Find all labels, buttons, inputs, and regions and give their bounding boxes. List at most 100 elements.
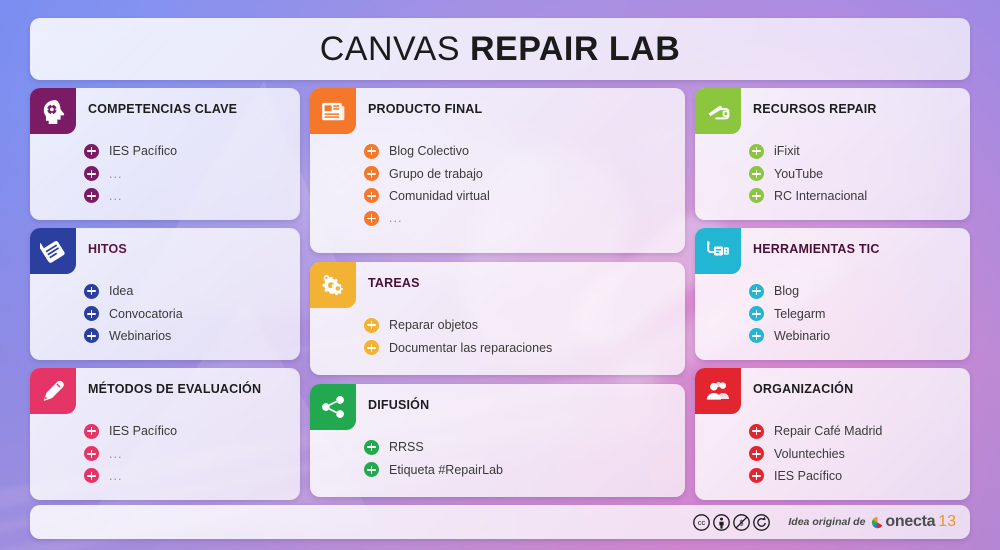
card-item-list-competencias-clave: IES Pacífico...... xyxy=(30,140,292,207)
list-item-label: Comunidad virtual xyxy=(389,188,490,203)
pinwheel-icon xyxy=(872,516,883,528)
card-title-producto-final: PRODUCTO FINAL xyxy=(368,102,483,116)
list-item[interactable]: iFixit xyxy=(695,140,962,162)
list-item-label: IES Pacífico xyxy=(109,144,178,159)
card-icon-badge-herramientas-tic xyxy=(695,228,741,274)
cc-icon: cc xyxy=(693,513,711,531)
gears-icon xyxy=(322,275,343,296)
card-title-difusion: DIFUSIÓN xyxy=(368,398,430,412)
list-item-label: RRSS xyxy=(389,440,424,455)
list-item[interactable]: Documentar las reparaciones xyxy=(310,336,677,358)
card-item-list-metodos-de-evaluacion: IES Pacífico...... xyxy=(30,420,292,487)
plus-circle-icon xyxy=(84,188,99,204)
plus-circle-icon xyxy=(84,306,99,322)
list-item[interactable]: YouTube xyxy=(695,162,962,184)
list-item[interactable]: Idea xyxy=(30,280,292,302)
list-item[interactable]: Grupo de trabajo xyxy=(310,162,677,184)
plus-circle-icon xyxy=(84,423,99,439)
list-item-label: Convocatoria xyxy=(109,306,183,321)
list-item[interactable]: Repair Café Madrid xyxy=(695,420,962,442)
plus-circle-icon xyxy=(749,306,764,322)
creative-commons-license[interactable]: cc $ xyxy=(693,513,771,531)
list-item[interactable]: Blog Colectivo xyxy=(310,140,677,162)
list-item[interactable]: Voluntechies xyxy=(695,442,962,464)
card-metodos-de-evaluacion[interactable]: MÉTODOS DE EVALUACIÓN IES Pacífico...... xyxy=(30,368,300,500)
conecta13-logo[interactable]: onecta 13 xyxy=(871,513,956,531)
share-icon xyxy=(322,396,344,418)
list-item[interactable]: ... xyxy=(30,465,292,487)
card-title-metodos-de-evaluacion: MÉTODOS DE EVALUACIÓN xyxy=(88,382,262,396)
list-item-label: Blog xyxy=(774,284,800,299)
card-title-recursos-repair: RECURSOS REPAIR xyxy=(753,102,877,116)
card-icon-badge-competencias-clave xyxy=(30,88,76,134)
card-title-hitos: HITOS xyxy=(88,242,127,256)
plus-circle-icon xyxy=(749,188,764,204)
plus-circle-icon xyxy=(749,328,764,344)
page-title-thin: CANVAS xyxy=(319,29,470,68)
list-item[interactable]: IES Pacífico xyxy=(30,420,292,442)
list-item[interactable]: Webinarios xyxy=(30,325,292,347)
footer-bar: cc $ Idea original de xyxy=(30,505,970,539)
list-item[interactable]: Blog xyxy=(695,280,962,302)
list-item-label: Idea xyxy=(109,284,134,299)
list-item[interactable]: Reparar objetos xyxy=(310,314,677,336)
head-gear-icon xyxy=(43,100,65,124)
plus-circle-icon xyxy=(364,188,379,204)
plus-circle-icon xyxy=(364,210,379,226)
logo-number: 13 xyxy=(938,513,956,530)
list-item[interactable]: IES Pacífico xyxy=(695,465,962,487)
list-item[interactable]: Webinario xyxy=(695,325,962,347)
plus-circle-icon xyxy=(84,468,99,484)
list-item[interactable]: ... xyxy=(310,207,677,229)
list-item-label: Voluntechies xyxy=(774,446,845,461)
list-item[interactable]: ... xyxy=(30,162,292,184)
list-item[interactable]: Telegarm xyxy=(695,302,962,324)
people-group-icon xyxy=(706,381,730,400)
card-title-tareas: TAREAS xyxy=(368,276,420,290)
card-icon-badge-organizacion xyxy=(695,368,741,414)
list-item-label: YouTube xyxy=(774,166,824,181)
card-icon-badge-tareas xyxy=(310,262,356,308)
plus-circle-icon xyxy=(84,328,99,344)
plus-circle-icon xyxy=(749,143,764,159)
plus-circle-icon xyxy=(749,423,764,439)
list-item[interactable]: IES Pacífico xyxy=(30,140,292,162)
card-icon-badge-recursos-repair xyxy=(695,88,741,134)
list-item-label: Documentar las reparaciones xyxy=(389,340,553,355)
page-title-bold: REPAIR LAB xyxy=(469,29,681,68)
plus-circle-icon xyxy=(364,317,379,333)
list-item[interactable]: Comunidad virtual xyxy=(310,185,677,207)
clamp-tool-icon xyxy=(708,105,730,120)
card-difusion[interactable]: DIFUSIÓN RRSS Etiqueta #RepairLab xyxy=(310,384,685,497)
list-item-label: ... xyxy=(109,188,123,203)
card-title-herramientas-tic: HERRAMIENTAS TIC xyxy=(753,242,880,256)
card-title-organizacion: ORGANIZACIÓN xyxy=(753,382,854,396)
plus-circle-icon xyxy=(749,446,764,462)
plus-circle-icon xyxy=(364,143,379,159)
list-item-label: Etiqueta #RepairLab xyxy=(389,462,503,477)
list-item-label: Webinarios xyxy=(109,328,172,343)
list-item[interactable]: ... xyxy=(30,442,292,464)
list-item-label: ... xyxy=(389,211,403,226)
list-item[interactable]: Etiqueta #RepairLab xyxy=(310,458,677,480)
list-item[interactable]: ... xyxy=(30,185,292,207)
list-item[interactable]: RC Internacional xyxy=(695,185,962,207)
logo-word: onecta xyxy=(885,513,936,530)
plus-circle-icon xyxy=(84,166,99,182)
card-item-list-difusion: RRSS Etiqueta #RepairLab xyxy=(310,436,677,481)
nc-icon: $ xyxy=(733,513,751,531)
card-icon-badge-hitos xyxy=(30,228,76,274)
list-item[interactable]: Convocatoria xyxy=(30,302,292,324)
newspaper-icon xyxy=(322,102,345,121)
list-item[interactable]: RRSS xyxy=(310,436,677,458)
card-icon-badge-metodos-de-evaluacion xyxy=(30,368,76,414)
